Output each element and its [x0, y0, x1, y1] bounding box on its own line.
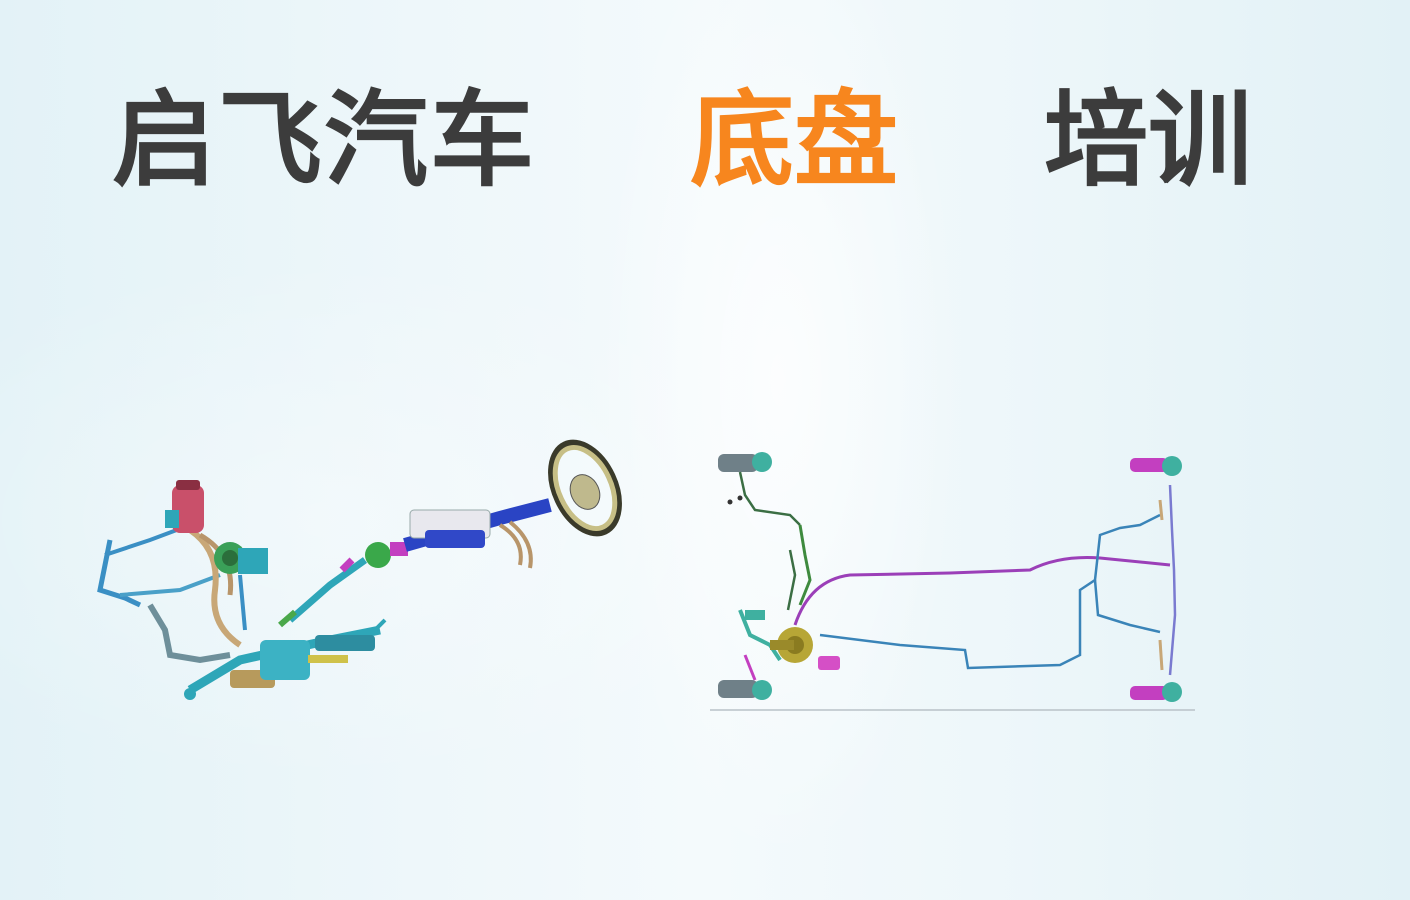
title-brand: 启飞汽车	[112, 79, 537, 201]
title-chassis: 底盘	[690, 79, 899, 201]
brake-line-system-diagram-icon	[710, 452, 1195, 711]
steering-system-diagram-icon	[97, 439, 622, 700]
title-training: 培训	[1044, 79, 1253, 201]
